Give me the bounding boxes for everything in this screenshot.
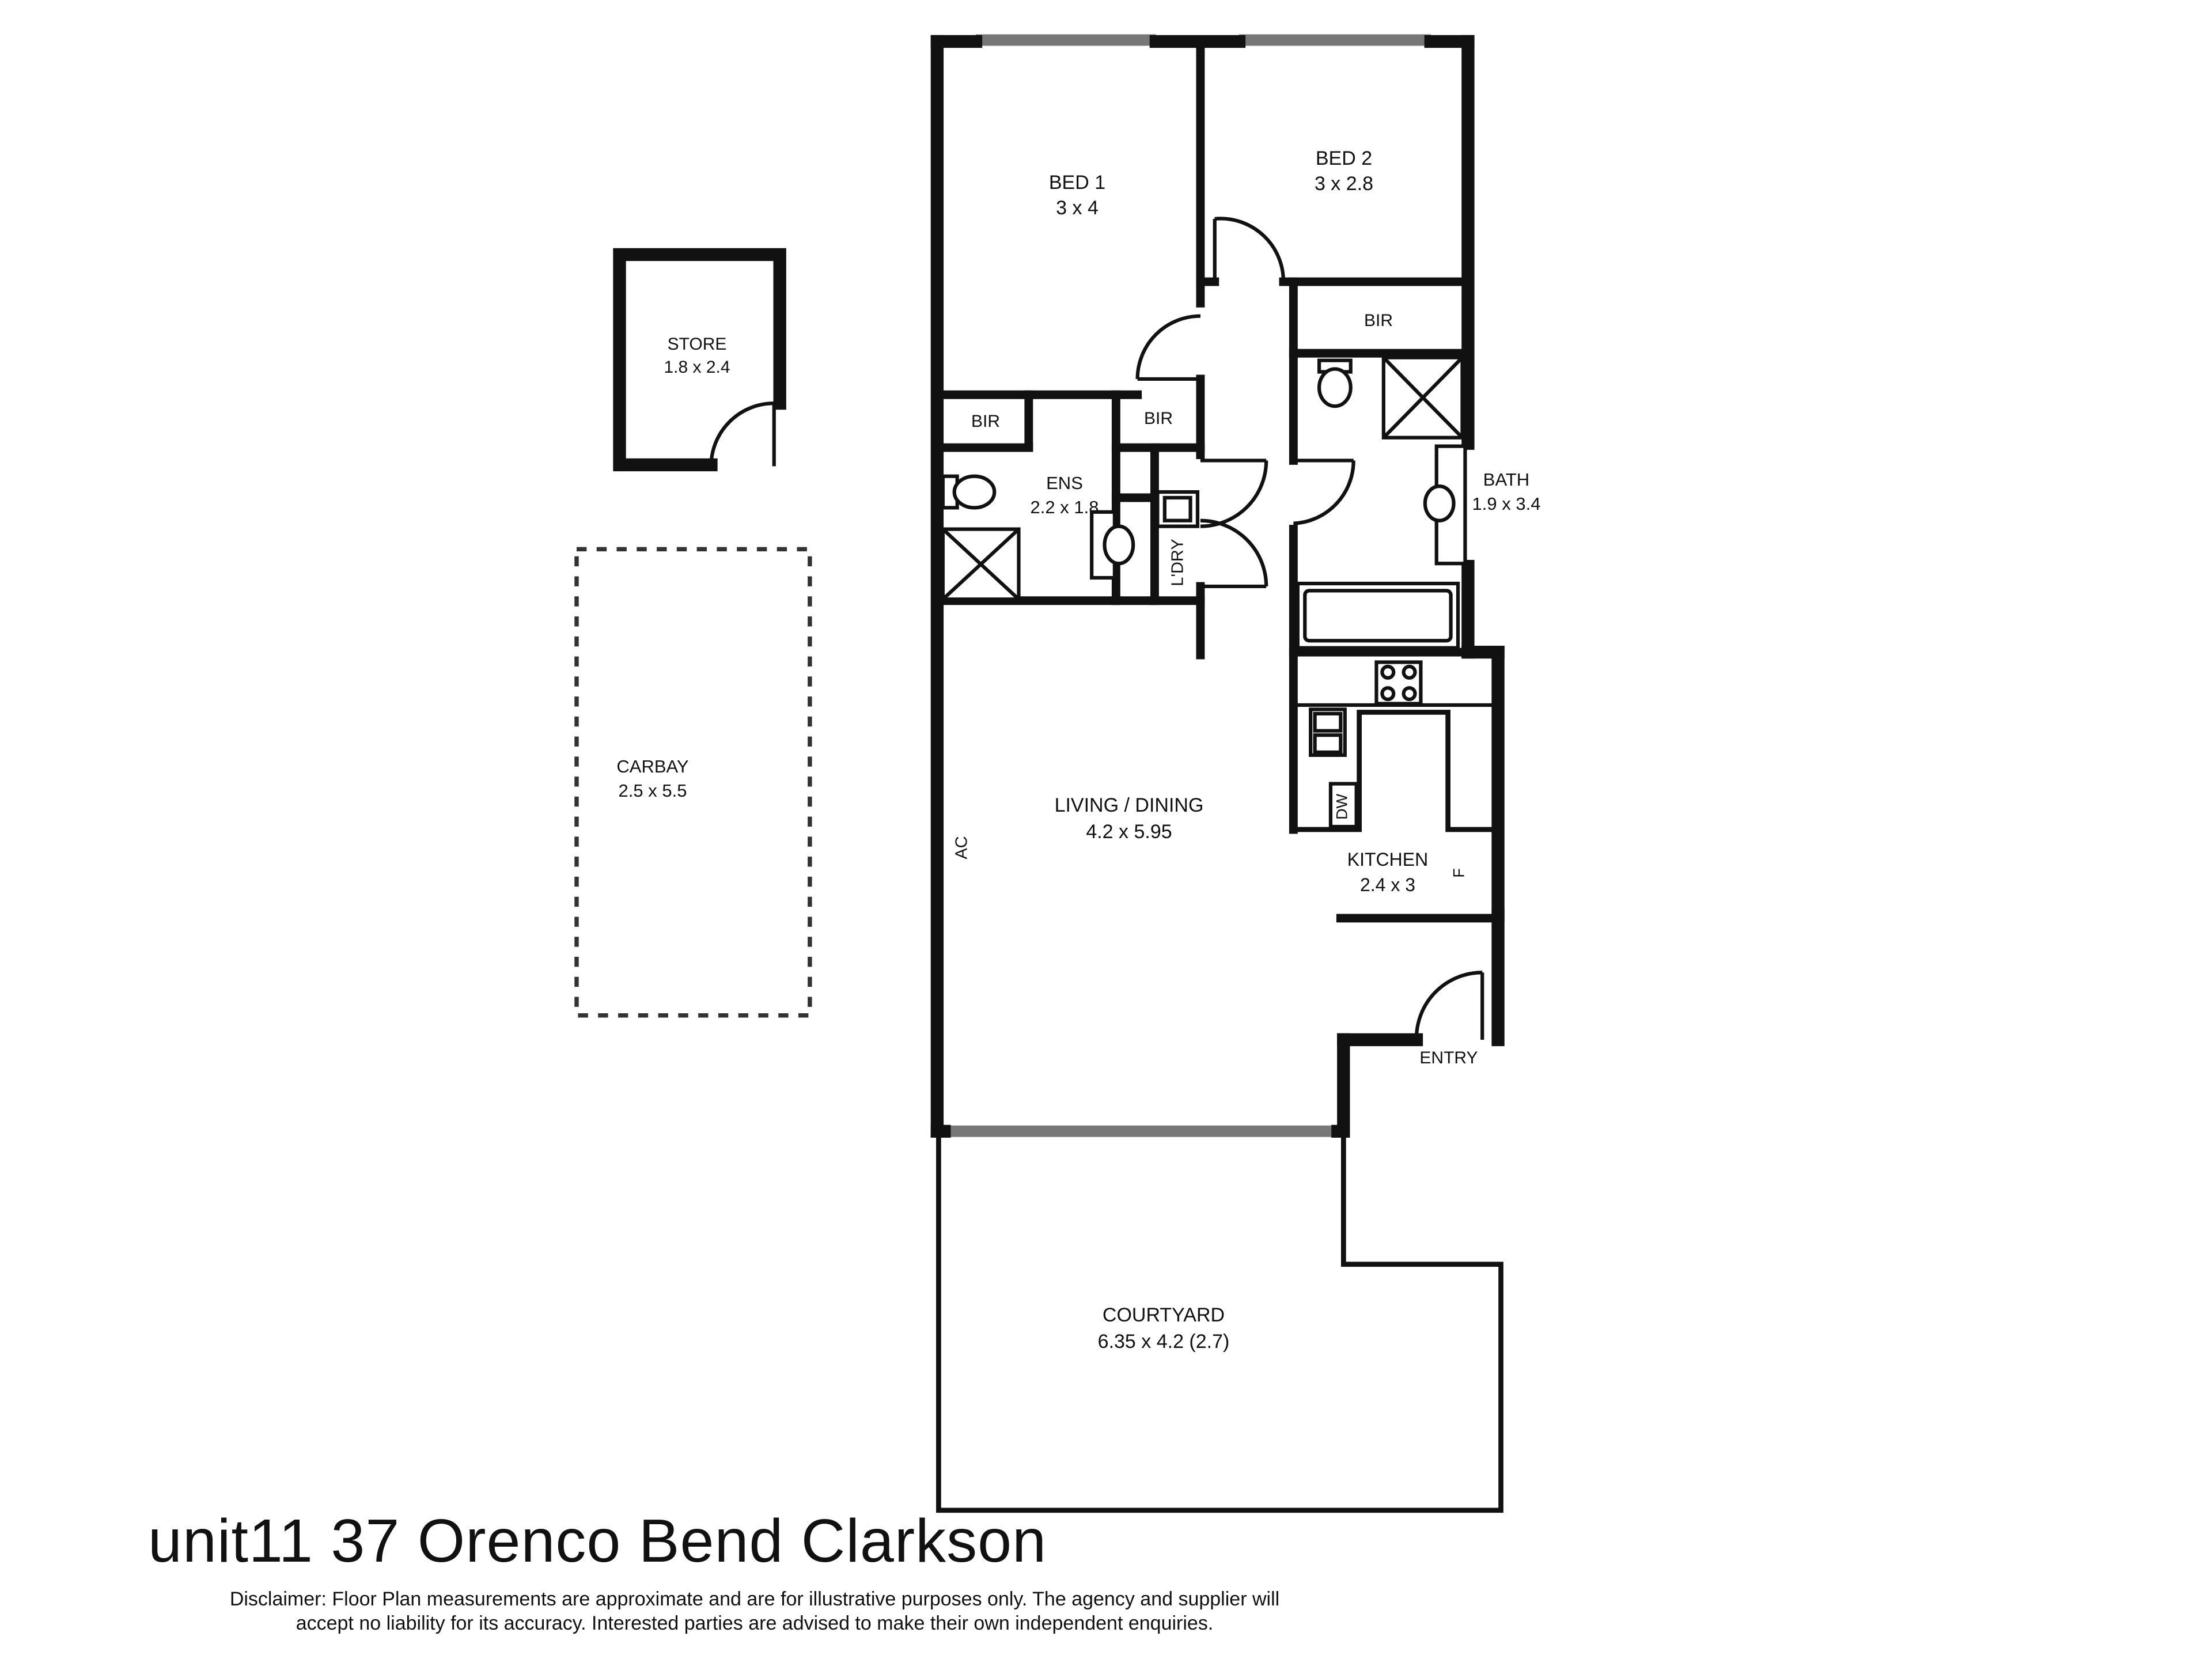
disclaimer: Disclaimer: Floor Plan measurements are … [86, 1587, 1423, 1635]
courtyard-size: 6.35 x 4.2 (2.7) [1097, 1331, 1230, 1353]
bath-label: BATH 1.9 x 3.4 [1460, 468, 1552, 516]
courtyard-label: COURTYARD 6.35 x 4.2 (2.7) [1071, 1302, 1256, 1355]
courtyard-outline [936, 1134, 1503, 1513]
bed1-label: BED 1 3 x 4 [1020, 170, 1135, 221]
disclaimer-line-1: Disclaimer: Floor Plan measurements are … [229, 1588, 1280, 1610]
cooktop-icon [1374, 660, 1423, 706]
bir-bed2-label: BIR [1363, 311, 1393, 330]
kitchen-bench-outline [1293, 710, 1498, 832]
store-name: STORE [667, 335, 727, 354]
ac-label: AC [952, 836, 971, 859]
bed1-name: BED 1 [1048, 172, 1106, 194]
bed1-size: 3 x 4 [1056, 197, 1099, 219]
bir-mid-label: BIR [1143, 409, 1173, 428]
ens-name: ENS [1046, 473, 1083, 493]
ens-basin-icon [1090, 510, 1135, 580]
store-room [613, 248, 786, 472]
dishwasher-label: DW [1333, 794, 1351, 820]
windows [944, 34, 1431, 1137]
living-label: LIVING / DINING 4.2 x 5.95 [1014, 792, 1244, 845]
store-size: 1.8 x 2.4 [664, 358, 730, 377]
carbay-outline [574, 547, 812, 1018]
carbay-label: CARBAY 2.5 x 5.5 [595, 755, 710, 803]
bir-left-label: BIR [971, 412, 1000, 431]
laundry-trough-icon [1156, 490, 1200, 528]
living-size: 4.2 x 5.95 [1086, 821, 1172, 843]
kitchen-name: KITCHEN [1347, 849, 1429, 870]
fridge-label: F [1450, 868, 1468, 878]
laundry-label: L'DRY [1168, 539, 1187, 586]
bath-name: BATH [1483, 469, 1530, 490]
bed2-label: BED 2 3 x 2.8 [1286, 146, 1402, 196]
kitchen-size: 2.4 x 3 [1359, 874, 1416, 895]
carbay-name: CARBAY [616, 756, 689, 777]
courtyard-name: COURTYARD [1102, 1304, 1225, 1326]
carbay-size: 2.5 x 5.5 [618, 781, 687, 801]
exterior-walls [930, 35, 1505, 1138]
ens-size: 2.2 x 1.8 [1030, 497, 1099, 517]
disclaimer-line-2: accept no liability for its accuracy. In… [296, 1612, 1214, 1634]
entry-label: ENTRY [1419, 1048, 1478, 1067]
bath-shower-icon [1381, 355, 1464, 440]
interior-walls [933, 37, 1503, 923]
kitchen-label: KITCHEN 2.4 x 3 [1330, 847, 1445, 897]
ens-shower-icon [941, 527, 1021, 601]
ens-label: ENS 2.2 x 1.8 [995, 471, 1134, 520]
dishwasher-outline [1328, 782, 1358, 829]
doors [1135, 217, 1484, 1040]
property-address: unit11 37 Orenco Bend Clarkson [148, 1507, 1047, 1575]
kitchen-sink-icon [1309, 707, 1347, 757]
bath-size: 1.9 x 3.4 [1472, 494, 1541, 514]
bath-toilet-icon [1317, 358, 1353, 408]
store-label: STORE 1.8 x 2.4 [639, 333, 755, 379]
ens-toilet-icon [941, 474, 997, 510]
living-name: LIVING / DINING [1054, 794, 1204, 816]
bath-vanity-icon [1423, 444, 1467, 566]
bed2-size: 3 x 2.8 [1314, 173, 1374, 195]
bed2-name: BED 2 [1315, 147, 1373, 169]
bathtub-icon [1296, 581, 1460, 650]
